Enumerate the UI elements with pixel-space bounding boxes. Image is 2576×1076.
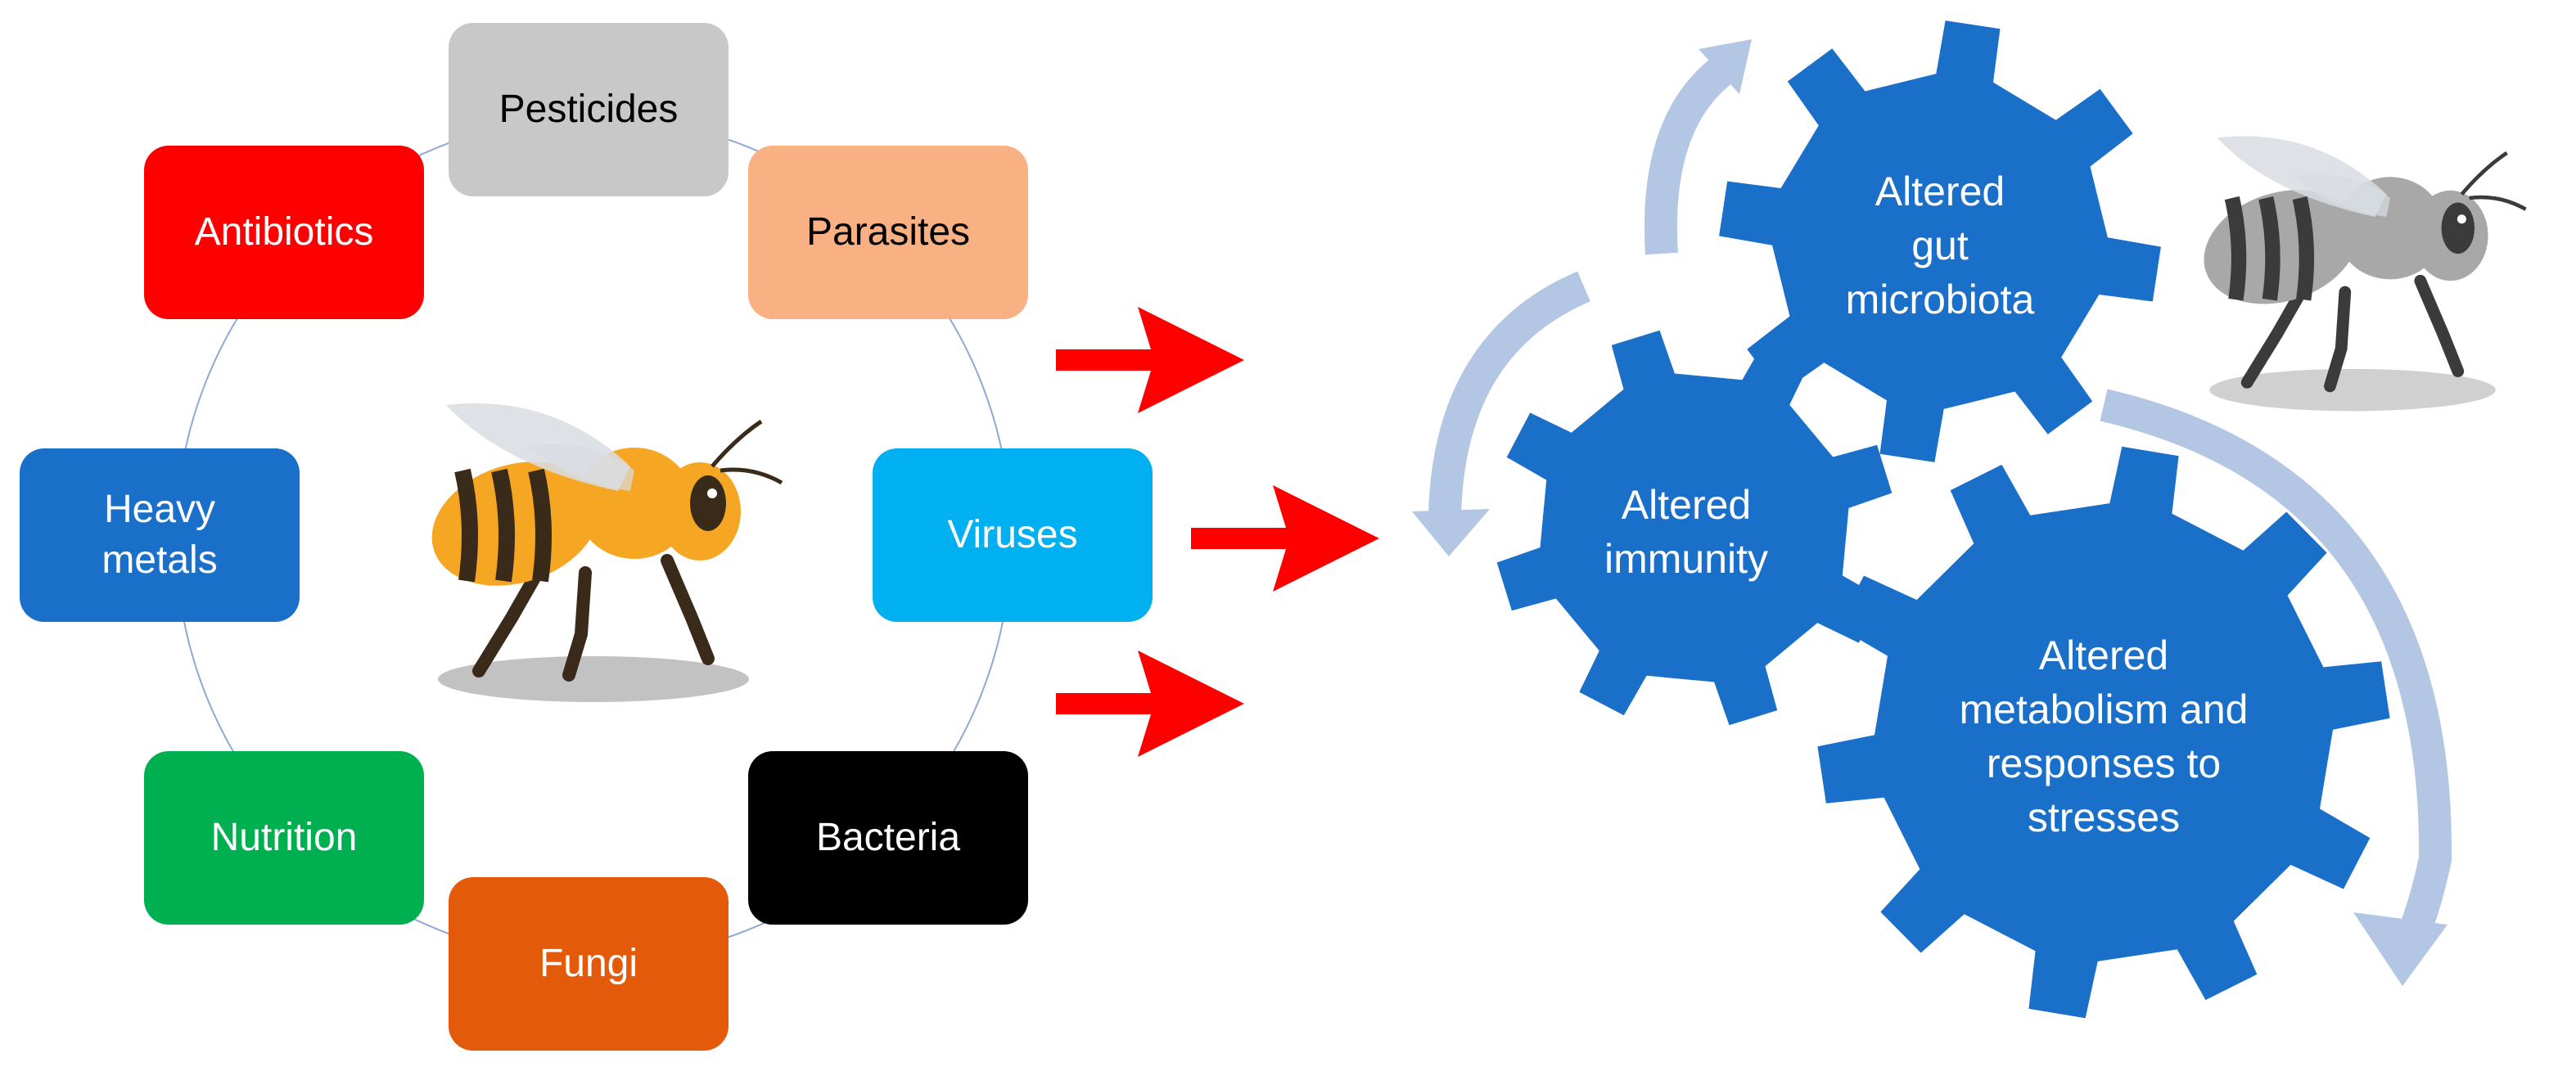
stressor-parasites: Parasites bbox=[748, 146, 1028, 319]
cycle-arrows bbox=[1412, 39, 2452, 986]
cycle-arrowhead bbox=[2353, 912, 2447, 986]
red-arrow-icon bbox=[1056, 651, 1244, 757]
stressor-heavy-metals: Heavy metals bbox=[20, 448, 300, 622]
stressor-nutrition: Nutrition bbox=[144, 751, 424, 925]
grey-honeybee-icon bbox=[2204, 136, 2527, 412]
cycle-arrowhead bbox=[1412, 509, 1490, 556]
stressor-arrows bbox=[1056, 307, 1379, 757]
stressor-antibiotics: Antibiotics bbox=[144, 146, 424, 319]
gear-group bbox=[1496, 20, 2390, 1019]
gear-label-metabolism: Altered metabolism and responses to stre… bbox=[1959, 633, 2249, 840]
cycle-arrowhead bbox=[1699, 39, 1752, 94]
gear-label-immunity: Altered immunity bbox=[1604, 482, 1769, 582]
red-arrow-icon bbox=[1056, 307, 1244, 413]
cycle-arrow-icon bbox=[1644, 56, 1734, 255]
cycle-arrow-icon bbox=[1428, 271, 1590, 516]
gear-immunity bbox=[1496, 330, 1893, 726]
gear-label-gut-microbiota: Altered gut microbiota bbox=[1845, 169, 2035, 322]
gear-metabolism bbox=[1817, 446, 2390, 1019]
gear-gut-microbiota bbox=[1719, 20, 2161, 462]
red-arrow-icon bbox=[1191, 485, 1379, 592]
cycle-arrow-icon bbox=[2100, 389, 2452, 957]
stressor-pesticides: Pesticides bbox=[449, 23, 729, 196]
stressor-bacteria: Bacteria bbox=[748, 751, 1028, 925]
honeybee-icon bbox=[431, 403, 783, 702]
stressor-viruses: Viruses bbox=[873, 448, 1153, 622]
stressor-fungi: Fungi bbox=[449, 877, 729, 1051]
